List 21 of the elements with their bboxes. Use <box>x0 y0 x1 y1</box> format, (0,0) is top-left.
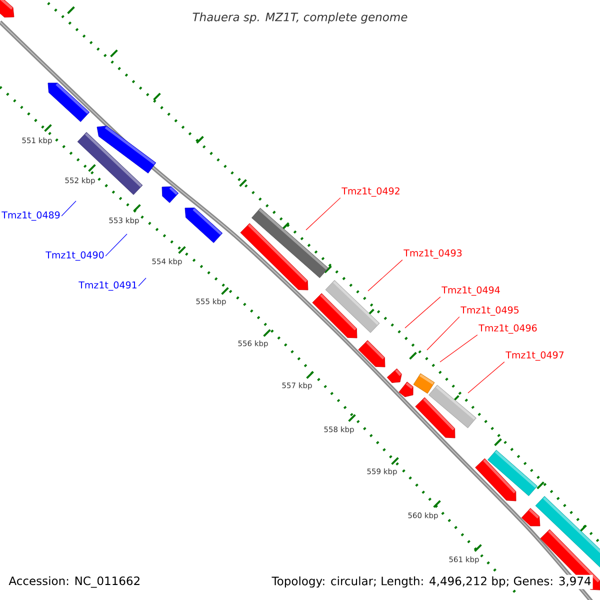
leader-line <box>61 200 76 216</box>
gene-label: Tmz1t_0494 <box>442 286 500 296</box>
gene-label: Tmz1t_0489 <box>2 211 60 221</box>
leader-line <box>368 260 403 292</box>
leader-line <box>404 296 441 328</box>
gene-label: Tmz1t_0490 <box>46 251 104 261</box>
accession-text: Accession: NC_011662 <box>8 576 140 588</box>
gene-label: Tmz1t_0496 <box>478 324 537 334</box>
gene-label: Tmz1t_0492 <box>342 187 400 197</box>
gene-label: Tmz1t_0493 <box>404 249 462 259</box>
title: Thauera sp. MZ1T, complete genome <box>192 12 408 24</box>
genome-info-text: Topology: circular; Length: 4,496,212 bp; Genes: 3,974 <box>270 574 593 590</box>
leader-line <box>138 278 146 286</box>
leader-line <box>306 198 341 230</box>
leader-line <box>440 334 478 362</box>
gene-label: Tmz1t_0495 <box>460 306 519 316</box>
gene-label: Tmz1t_0497 <box>506 351 564 361</box>
leader-line <box>468 362 505 394</box>
gene-label: Tmz1t_0491 <box>78 281 136 291</box>
leader-line <box>105 234 128 256</box>
leader-line <box>426 316 460 350</box>
